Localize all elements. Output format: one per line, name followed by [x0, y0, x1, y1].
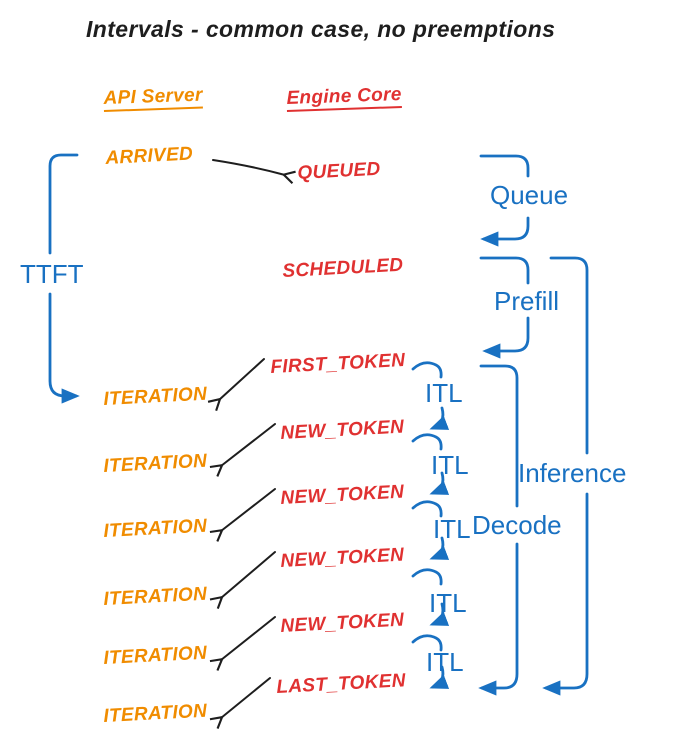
itl-loop-4-arrow [429, 602, 450, 626]
ttft-bracket-top [48, 153, 79, 255]
new-token-1-to-iteration-arrow [209, 423, 276, 477]
event-iteration-6: ITERATION [102, 700, 208, 727]
prefill-bracket-top [479, 256, 530, 285]
event-iteration-4: ITERATION [102, 583, 208, 610]
itl-loop-5-arrow [429, 665, 450, 689]
interval-label-queue: Queue [490, 180, 569, 210]
last-token-to-iteration-arrow [209, 677, 271, 729]
inference-bracket-top [549, 256, 589, 455]
itl-loop-4-top [411, 568, 443, 586]
itl-loop-2-top [411, 433, 443, 451]
interval-label-ttft: TTFT [20, 259, 84, 289]
queue-bracket-top [479, 154, 530, 178]
prefill-bracket-arrow [482, 316, 530, 359]
decode-bracket [478, 364, 519, 696]
interval-label-itl-4: ITL [429, 588, 467, 618]
itl-loop-2-arrow [429, 471, 450, 495]
interval-label-itl-3: ITL [433, 514, 471, 544]
new-token-3-to-iteration-arrow [209, 551, 276, 609]
queue-bracket-arrow [480, 216, 530, 247]
ttft-bracket [48, 153, 80, 404]
event-queued: QUEUED [296, 158, 382, 184]
event-arrived: ARRIVED [104, 143, 194, 169]
event-iteration-3: ITERATION [102, 515, 208, 542]
itl-loop-1-top [411, 361, 443, 379]
new-token-2-to-iteration-arrow [209, 488, 276, 542]
itl-loop-4 [411, 568, 450, 626]
interval-label-itl-1: ITL [425, 378, 463, 408]
event-iteration-1: ITERATION [102, 383, 208, 410]
decode-bracket-arrow [478, 542, 519, 696]
diagram-title: Intervals - common case, no preemptions [86, 16, 556, 42]
new-token-4-to-iteration-arrow [209, 616, 276, 671]
interval-label-prefill: Prefill [494, 286, 560, 316]
interval-label-inference: Inference [518, 458, 627, 488]
itl-loop-3-top [411, 500, 443, 518]
interval-label-itl-5: ITL [426, 647, 464, 677]
decode-bracket-top [479, 364, 519, 508]
itl-loop-3 [411, 500, 450, 560]
itl-loop-5 [411, 634, 450, 689]
inference-bracket-arrow [542, 492, 589, 696]
engine-core-column-header: Engine Core [286, 84, 403, 112]
itl-loop-2 [411, 433, 450, 495]
first-token-to-iteration-arrow [207, 358, 265, 412]
event-iteration-2: ITERATION [102, 450, 208, 477]
event-iteration-5: ITERATION [102, 642, 208, 669]
interval-label-itl-2: ITL [431, 450, 469, 480]
interval-label-decode: Decode [472, 510, 562, 540]
itl-loop-5-top [411, 634, 443, 652]
inference-bracket [542, 256, 589, 696]
api-server-column-header: API Server [103, 85, 204, 112]
ttft-bracket-arrow [48, 292, 80, 404]
arrived-to-queued-arrow [212, 159, 296, 185]
itl-loop-1-arrow [429, 406, 450, 430]
itl-loop-1 [411, 361, 450, 430]
prefill-bracket [479, 256, 530, 359]
itl-loop-3-arrow [429, 536, 450, 560]
queue-bracket [479, 154, 530, 247]
